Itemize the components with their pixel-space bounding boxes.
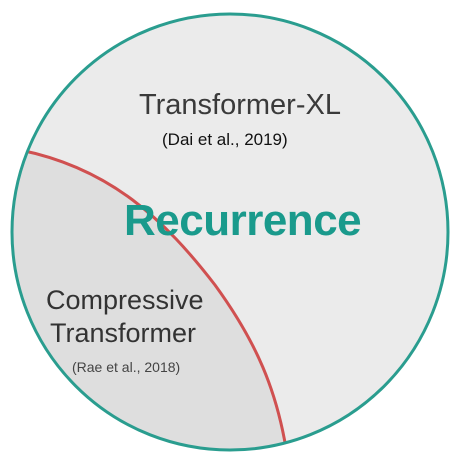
transformer-xl-citation: (Dai et al., 2019): [162, 130, 288, 149]
transformer-xl-title: Transformer-XL: [139, 89, 341, 121]
recurrence-label: Recurrence: [124, 196, 362, 245]
compressive-citation: (Rae et al., 2018): [72, 359, 181, 375]
transformer-xl-border: [10, 12, 450, 452]
compressive-title-line2: Transformer: [50, 318, 197, 348]
compressive-title-line1: Compressive: [46, 285, 204, 315]
compressive-boundary-curve: [12, 144, 290, 450]
